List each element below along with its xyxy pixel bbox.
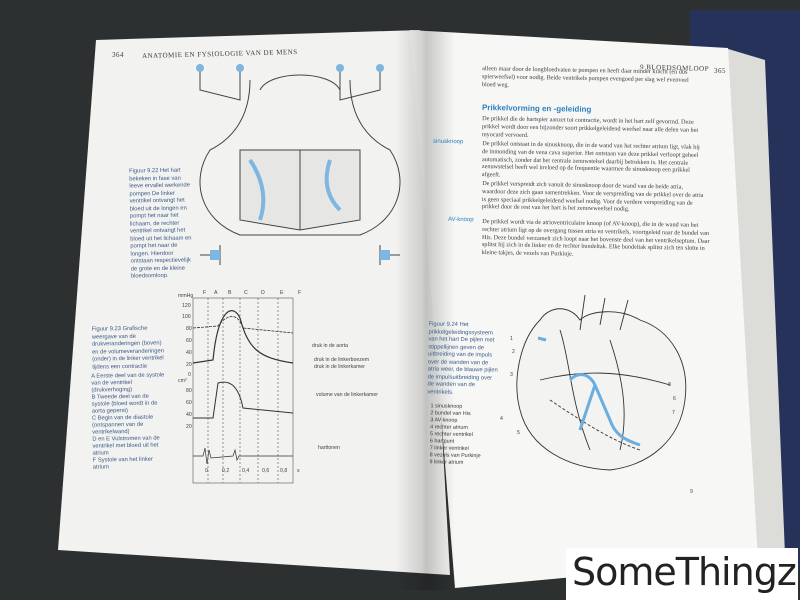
label-atrium-pressure: druk in de linkerboezem bbox=[314, 357, 370, 363]
chart-unit-top: mmHg bbox=[178, 293, 194, 299]
vol-tick-20: 20 bbox=[186, 424, 192, 430]
fig-num-5: 5 bbox=[517, 430, 520, 436]
vol-tick-60: 60 bbox=[186, 400, 192, 406]
figure-9-22-caption: Figuur 9.22 Het hart bekeken in fase van… bbox=[129, 167, 192, 280]
paragraph-2: De prikkel ontstaat in de sinusknoop, di… bbox=[481, 140, 700, 179]
chart-phase-e: E bbox=[280, 290, 284, 296]
fig-num-9: 9 bbox=[690, 489, 693, 495]
figure-9-24-caption: Figuur 9.24 Het prikkelgeleidingssysteem… bbox=[427, 321, 498, 396]
paragraph-4: De prikkel wordt via de atrioventriculai… bbox=[481, 218, 710, 258]
legend-f: F Systole van het linker atrium bbox=[92, 456, 153, 471]
y-tick-120: 120 bbox=[182, 303, 191, 309]
right-page-number: 365 bbox=[714, 67, 726, 75]
book-gutter-shadow bbox=[395, 30, 455, 590]
legend-de: D en E Vulstromen van de ventrikel met b… bbox=[92, 435, 160, 457]
watermark-logo: SomeThingz bbox=[566, 548, 798, 600]
chart-phase-d: D bbox=[261, 290, 265, 296]
fig-num-4: 4 bbox=[500, 416, 503, 422]
legend-a: A Eerste deel van de systole van de vent… bbox=[91, 372, 165, 394]
intro-text: alleen maar door de longbloedvaten te po… bbox=[481, 65, 689, 89]
y-tick-80: 80 bbox=[186, 326, 192, 332]
pressure-volume-chart bbox=[192, 297, 294, 484]
x-tick-0-8: 0,8 bbox=[280, 468, 288, 474]
chart-phase-f2: F bbox=[298, 290, 302, 296]
y-tick-100: 100 bbox=[182, 314, 191, 320]
margin-note-av-knoop: AV-knoop bbox=[447, 216, 474, 224]
legend-item-9: 9 linker atrium bbox=[429, 459, 464, 466]
label-heart-sounds: harttonen bbox=[318, 445, 340, 451]
chart-phase-a: A bbox=[214, 290, 218, 296]
fig-num-2: 2 bbox=[512, 349, 515, 355]
chart-phase-c: C bbox=[244, 290, 248, 296]
chart-phase-b: B bbox=[228, 290, 232, 296]
heart-circulation-illustration bbox=[196, 64, 401, 265]
fig-num-7: 7 bbox=[672, 410, 675, 416]
vol-tick-80: 80 bbox=[186, 388, 192, 394]
x-tick-unit: s bbox=[297, 468, 300, 474]
vol-tick-40: 40 bbox=[186, 412, 192, 418]
fig-num-1: 1 bbox=[510, 336, 513, 342]
fig-num-3: 3 bbox=[510, 372, 513, 378]
label-ventricle-volume: volume van de linkerkamer bbox=[316, 392, 378, 398]
y-tick-0: 0 bbox=[188, 372, 191, 378]
fig-num-6: 6 bbox=[673, 396, 676, 402]
x-tick-0-6: 0,6 bbox=[262, 468, 270, 474]
paragraph-1: De prikkel die de hartspier aanzet tot c… bbox=[481, 115, 699, 139]
figure-9-23-legend: A Eerste deel van de systole van de vent… bbox=[91, 372, 169, 471]
paragraph-3: De prikkel verspreidt zich vanuit de sin… bbox=[481, 180, 704, 214]
x-tick-0-2: 0,2 bbox=[222, 468, 230, 474]
label-aorta-pressure: druk in de aorta bbox=[312, 343, 349, 349]
section-title: Prikkelvorming en -geleiding bbox=[481, 103, 592, 114]
heart-conduction-illustration bbox=[516, 294, 687, 471]
figure-9-24-legend: 1 sinusknoop 2 bundel van His 3 AV-knoop… bbox=[429, 403, 510, 467]
label-ventricle-pressure: druk in de linkerkamer bbox=[314, 364, 366, 370]
watermark-text: SomeThingz bbox=[572, 550, 797, 594]
y-tick-40: 40 bbox=[186, 350, 192, 356]
margin-note-sinusknoop: sinusknoop bbox=[432, 138, 464, 146]
legend-b: B Tweede deel van de systole (bloed word… bbox=[91, 393, 158, 415]
x-tick-0: 0 bbox=[205, 468, 208, 474]
legend-c: C Begin van de diastole (ontspannen van … bbox=[91, 414, 154, 436]
chart-unit-bottom: cm³ bbox=[178, 378, 187, 384]
x-tick-0-4: 0,4 bbox=[242, 468, 250, 474]
y-tick-20: 20 bbox=[186, 362, 192, 368]
left-page-number: 364 bbox=[112, 51, 124, 59]
chart-phase-f1: F bbox=[203, 290, 207, 296]
fig-num-8: 8 bbox=[668, 382, 671, 388]
figure-9-23-caption: Figuur 9.23 Grafische weergave van de dr… bbox=[91, 325, 164, 371]
y-tick-60: 60 bbox=[186, 338, 192, 344]
